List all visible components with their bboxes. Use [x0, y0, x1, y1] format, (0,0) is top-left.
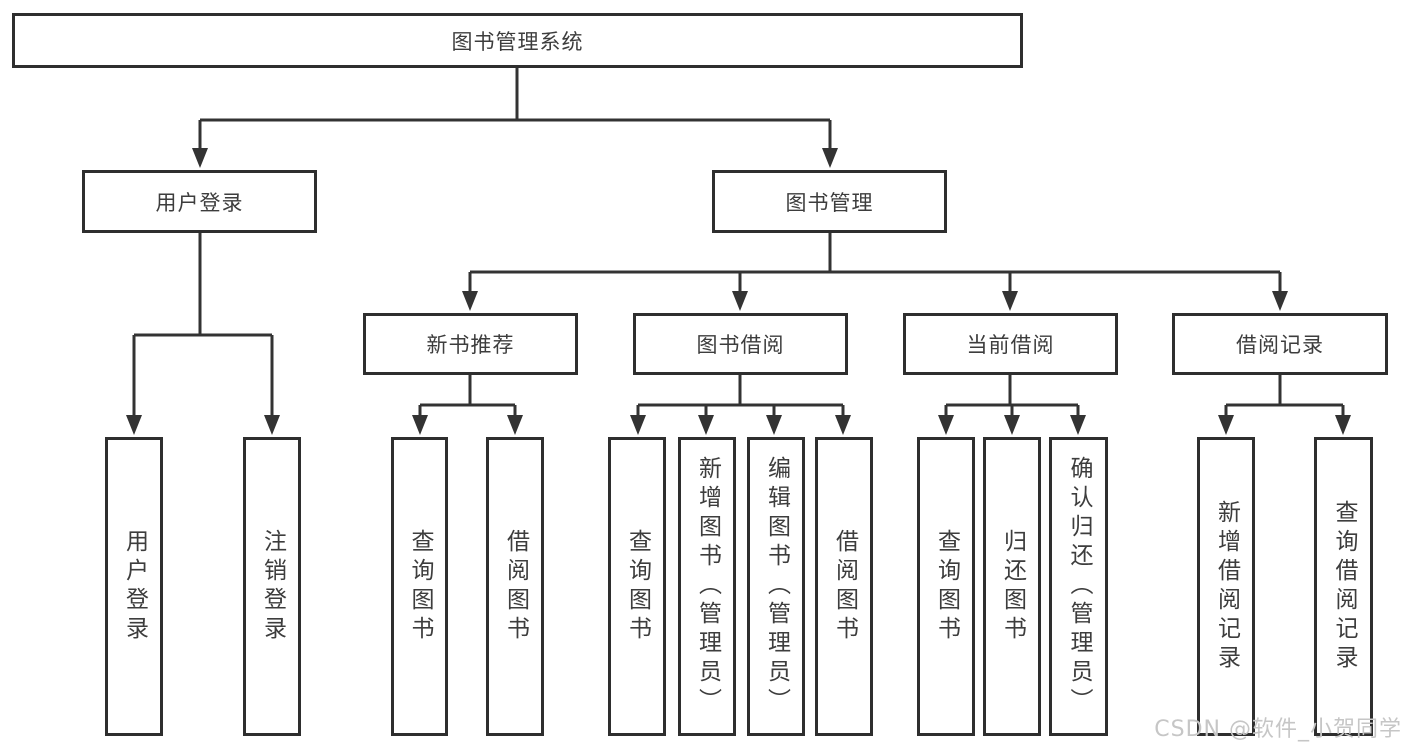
- leaf-query-books-borrowing: 查询图书: [608, 437, 666, 736]
- leaf-query-books-recommend: 查询图书: [391, 437, 448, 736]
- leaf-user-login: 用户登录: [105, 437, 163, 736]
- leaf-query-borrow-record: 查询借阅记录: [1314, 437, 1373, 736]
- node-book-borrowing: 图书借阅: [633, 313, 848, 375]
- leaf-edit-book-admin: 编辑图书（管理员）: [747, 437, 805, 736]
- leaf-logout: 注销登录: [243, 437, 301, 736]
- leaf-add-borrow-record: 新增借阅记录: [1197, 437, 1255, 736]
- csdn-watermark: CSDN @软件_小贺同学: [1154, 717, 1402, 742]
- node-current-borrowing: 当前借阅: [903, 313, 1118, 375]
- leaf-query-books-current: 查询图书: [917, 437, 975, 736]
- leaf-borrow-books-recommend: 借阅图书: [486, 437, 544, 736]
- node-borrowing-records: 借阅记录: [1172, 313, 1388, 375]
- node-book-management: 图书管理: [712, 170, 947, 233]
- node-root-system: 图书管理系统: [12, 13, 1023, 68]
- leaf-confirm-return-admin: 确认归还（管理员）: [1049, 437, 1108, 736]
- leaf-return-book: 归还图书: [983, 437, 1041, 736]
- node-new-book-recommend: 新书推荐: [363, 313, 578, 375]
- connector-lines: [132, 68, 1345, 417]
- node-user-login: 用户登录: [82, 170, 317, 233]
- leaf-borrow-books-borrowing: 借阅图书: [815, 437, 873, 736]
- leaf-add-book-admin: 新增图书（管理员）: [678, 437, 736, 736]
- arrowheads: [126, 148, 1351, 435]
